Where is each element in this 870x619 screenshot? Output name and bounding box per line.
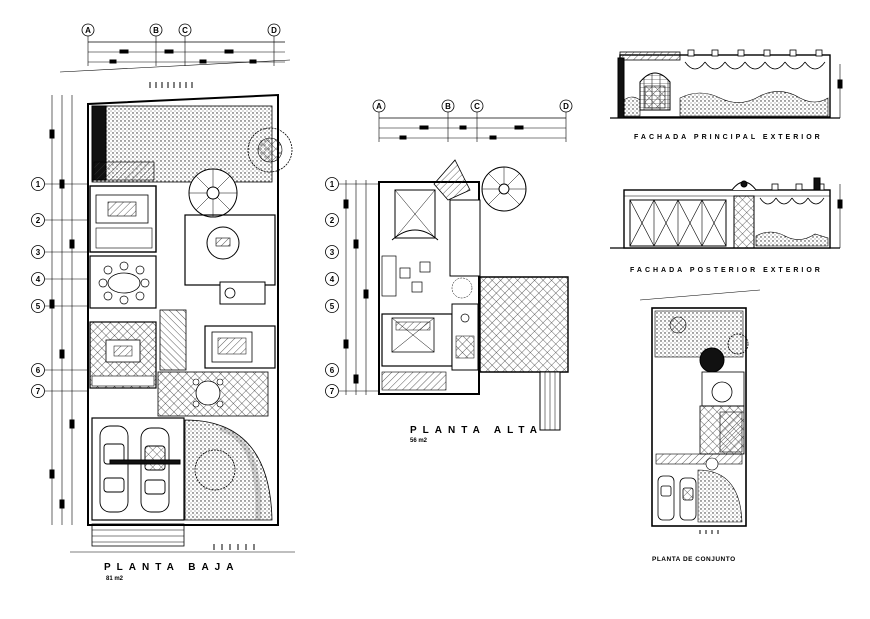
planta-conjunto-title: PLANTA DE CONJUNTO (652, 556, 736, 563)
pb-grid-bubbles-top: A B C D (81, 23, 281, 37)
grid-bubble-label: A (85, 26, 91, 35)
grid-bubble-label: 2 (36, 216, 41, 225)
grid-bubble-label: B (153, 26, 159, 35)
grid-bubble-label: B (445, 102, 451, 111)
grid-bubble-label: 2 (330, 216, 335, 225)
pa-building (378, 159, 569, 431)
grid-bubble-label: 6 (330, 366, 335, 375)
fachada-posterior-title: FACHADA POSTERIOR EXTERIOR (630, 267, 823, 274)
planta-conjunto-drawing (639, 289, 761, 534)
pa-top-grid (378, 112, 567, 142)
planta-alta-area: 56 m2 (410, 438, 428, 444)
grid-bubble-label: 4 (330, 275, 335, 284)
pa-grid-bubbles-top: A B C D (372, 99, 573, 113)
grid-bubble-label: 5 (330, 302, 335, 311)
grid-bubble-label: 3 (36, 248, 41, 257)
pb-grid-bubbles-left: 1 2 3 4 5 6 7 (31, 177, 88, 398)
grid-bubble-label: 4 (36, 275, 41, 284)
pb-left-dims (49, 95, 75, 525)
fachada-principal-drawing (610, 49, 843, 119)
car-icon (657, 475, 697, 521)
grid-bubble-label: 7 (330, 387, 335, 396)
planta-baja-title: PLANTA BAJA (104, 562, 240, 573)
grid-bubble-label: D (563, 102, 569, 111)
car-icon (140, 427, 170, 513)
planta-alta-drawing: A B C D 1 2 3 4 5 (325, 99, 573, 431)
grid-bubble-label: 1 (36, 180, 41, 189)
car-icon (99, 425, 129, 513)
pb-building (70, 82, 295, 553)
grid-bubble-label: 5 (36, 302, 41, 311)
planta-baja-area: 81 m2 (106, 576, 124, 582)
grid-bubble-label: 1 (330, 180, 335, 189)
pa-grid-bubbles-left: 1 2 3 4 5 6 7 (325, 177, 379, 398)
grid-bubble-label: 6 (36, 366, 41, 375)
fachada-principal-title: FACHADA PRINCIPAL EXTERIOR (634, 134, 823, 141)
pa-left-dims (343, 180, 369, 395)
grid-bubble-label: C (474, 102, 480, 111)
grid-bubble-label: D (271, 26, 277, 35)
pb-top-grid (59, 36, 291, 73)
planta-alta-title: PLANTA ALTA (410, 425, 544, 436)
fachada-posterior-drawing (610, 177, 843, 249)
grid-bubble-label: 3 (330, 248, 335, 257)
grid-bubble-label: 7 (36, 387, 41, 396)
planta-baja-drawing: A B C D 1 2 3 (31, 23, 295, 553)
grid-bubble-label: C (182, 26, 188, 35)
grid-bubble-label: A (376, 102, 382, 111)
